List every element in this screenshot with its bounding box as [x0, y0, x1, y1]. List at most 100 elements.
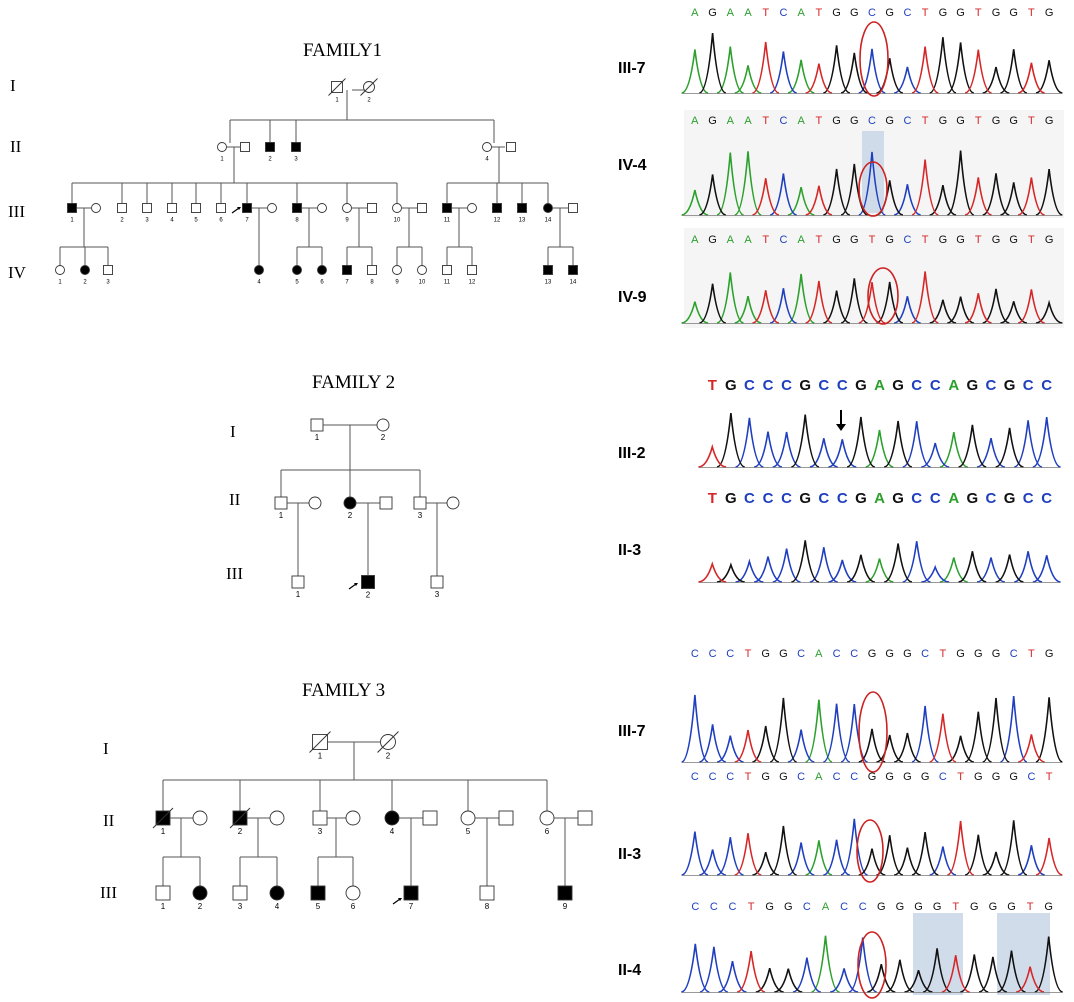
base-call: G: [868, 648, 877, 660]
individual-number: 4: [275, 902, 280, 911]
base-call: T: [762, 7, 769, 19]
male-symbol: [577, 810, 593, 826]
trace-A-channel: [805, 699, 833, 763]
sample-label: II-3: [618, 846, 641, 863]
female-symbol: [446, 496, 460, 510]
base-call: G: [1009, 771, 1018, 783]
individual-number: 7: [245, 218, 249, 224]
individual-number: 1: [279, 511, 284, 520]
individual-number: 10: [394, 218, 401, 224]
individual-number: 1: [161, 827, 166, 836]
female-symbol: [308, 496, 322, 510]
proband-arrow-shaft: [348, 583, 357, 590]
individual-number: 2: [367, 98, 371, 104]
base-call: C: [903, 234, 911, 246]
female-symbol: [482, 142, 492, 152]
individual-number: 5: [316, 902, 321, 911]
base-call: T: [745, 648, 752, 660]
base-call: G: [1004, 490, 1016, 507]
trace-A-channel: [865, 557, 968, 583]
individual-number: 8: [485, 902, 490, 911]
base-call: G: [765, 901, 774, 913]
trace-T-channel: [734, 713, 1045, 763]
base-call: G: [1045, 115, 1054, 127]
deceased-slash: [377, 731, 399, 753]
trace-C-channel: [735, 417, 1061, 468]
female-symbol: [460, 810, 476, 826]
deceased-slash: [229, 807, 251, 829]
base-call: T: [1028, 234, 1035, 246]
trace-C-channel: [681, 937, 877, 993]
deceased-slash: [309, 731, 331, 753]
male-symbol: [142, 203, 152, 213]
trace-C-channel: [735, 541, 1061, 583]
base-call: T: [952, 901, 959, 913]
base-call: G: [956, 7, 965, 19]
base-call: T: [975, 115, 982, 127]
individual-number: 5: [295, 280, 299, 286]
family2-gen-label: II: [229, 490, 241, 509]
base-call: A: [948, 490, 959, 507]
base-call: G: [992, 234, 1001, 246]
base-call: G: [903, 648, 912, 660]
base-call: G: [1007, 901, 1016, 913]
male-symbol: [232, 885, 248, 901]
base-call: C: [833, 648, 841, 660]
individual-number: 14: [545, 218, 552, 224]
base-call: G: [877, 901, 886, 913]
individual-number: 12: [469, 280, 476, 286]
base-call: T: [1028, 648, 1035, 660]
female-symbol: [317, 265, 327, 275]
base-call: C: [691, 901, 699, 913]
individual-number: 10: [419, 280, 426, 286]
base-call: G: [1009, 7, 1018, 19]
individual-number: 6: [351, 902, 356, 911]
family1-gen-label: II: [10, 137, 22, 156]
base-call: T: [939, 648, 946, 660]
individual-number: 1: [296, 590, 301, 599]
male-symbol: [417, 203, 427, 213]
base-call: G: [939, 234, 948, 246]
base-call: G: [1045, 648, 1054, 660]
individual-number: 3: [106, 280, 110, 286]
base-call: G: [885, 7, 894, 19]
base-call: G: [992, 648, 1001, 660]
base-call: C: [930, 377, 941, 394]
base-call: G: [967, 377, 979, 394]
individual-number: 2: [198, 902, 203, 911]
trace-G-channel: [699, 278, 1063, 324]
base-call: G: [967, 490, 979, 507]
female-symbol: [345, 810, 361, 826]
individual-number: 2: [348, 511, 353, 520]
trace-T-channel: [752, 159, 1045, 216]
base-call: C: [850, 648, 858, 660]
male-symbol: [67, 203, 77, 213]
base-call: G: [1009, 115, 1018, 127]
base-call: G: [708, 7, 717, 19]
male-symbol: [312, 810, 328, 826]
base-call: T: [922, 7, 929, 19]
base-call: C: [1027, 771, 1035, 783]
male-symbol: [557, 885, 573, 901]
individual-number: 1: [220, 157, 224, 163]
trace-G-channel: [716, 413, 1024, 468]
base-call: C: [1010, 648, 1018, 660]
individual-number: 2: [238, 827, 243, 836]
female-symbol: [254, 265, 264, 275]
male-symbol: [543, 265, 553, 275]
base-call: T: [1027, 901, 1034, 913]
male-symbol: [191, 203, 201, 213]
male-symbol: [342, 265, 352, 275]
individual-number: 8: [370, 280, 374, 286]
base-call: G: [784, 901, 793, 913]
female-symbol: [539, 810, 555, 826]
family1-gen-label: III: [8, 202, 25, 221]
sample-label: III-2: [618, 445, 646, 462]
sample-label: III-7: [618, 723, 646, 740]
